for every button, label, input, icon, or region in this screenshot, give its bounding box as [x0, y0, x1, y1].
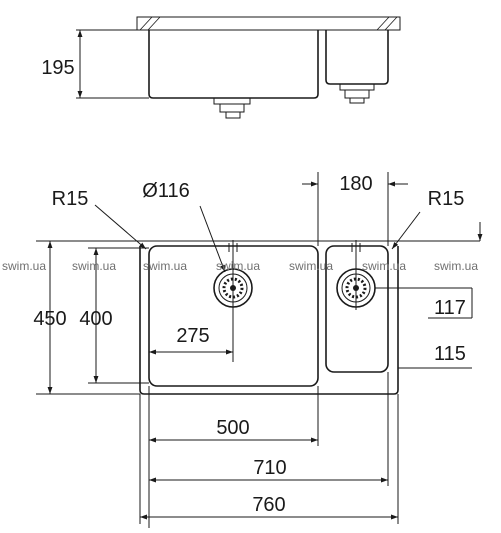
sink-outer-outline [139, 246, 399, 395]
worktop-hatching [139, 16, 398, 31]
radius-left-label: R15 [52, 188, 89, 210]
watermark: swim.ua [216, 259, 260, 273]
watermark: swim.ua [289, 259, 333, 273]
small-bowl-side-profile [325, 30, 389, 85]
watermark: swim.ua [434, 259, 478, 273]
large-drain-top-icon [213, 240, 253, 362]
watermark: swim.ua [72, 259, 116, 273]
inner-width-label: 710 [253, 457, 286, 479]
small-drain-side-icon [339, 83, 375, 104]
watermark: swim.ua [362, 259, 406, 273]
small-drain-top-icon [336, 240, 376, 310]
watermark: swim.ua [143, 259, 187, 273]
watermark: swim.ua [2, 259, 46, 273]
small-bowl-outline [325, 245, 389, 373]
large-bowl-side-profile [148, 30, 319, 99]
outer-width-label: 760 [252, 494, 285, 516]
large-drain-side-icon [213, 97, 251, 119]
radius-left-leader [94, 204, 147, 250]
bowl-depth-label: 400 [79, 308, 112, 330]
radius-right-label: R15 [428, 188, 465, 210]
drain-diameter-leader [199, 205, 226, 273]
big-bowl-width-label: 500 [216, 417, 249, 439]
drain-diameter-label: Ø116 [142, 180, 189, 202]
watermark-row: swim.ua swim.ua swim.ua swim.ua swim.ua … [2, 259, 478, 273]
top-view: R15 R15 Ø116 180 450 400 275 117 [33, 172, 483, 528]
small-drain-offset-label: 117 [434, 297, 466, 319]
worktop-section [136, 16, 401, 31]
small-bowl-width-label: 180 [339, 173, 372, 195]
side-view: 195 [41, 16, 401, 119]
small-bowl-depth-label: 115 [434, 343, 466, 365]
outer-depth-label: 450 [33, 308, 66, 330]
depth-label: 195 [41, 57, 74, 79]
drain-offset-label: 275 [176, 325, 209, 347]
radius-right-leader [391, 211, 421, 250]
